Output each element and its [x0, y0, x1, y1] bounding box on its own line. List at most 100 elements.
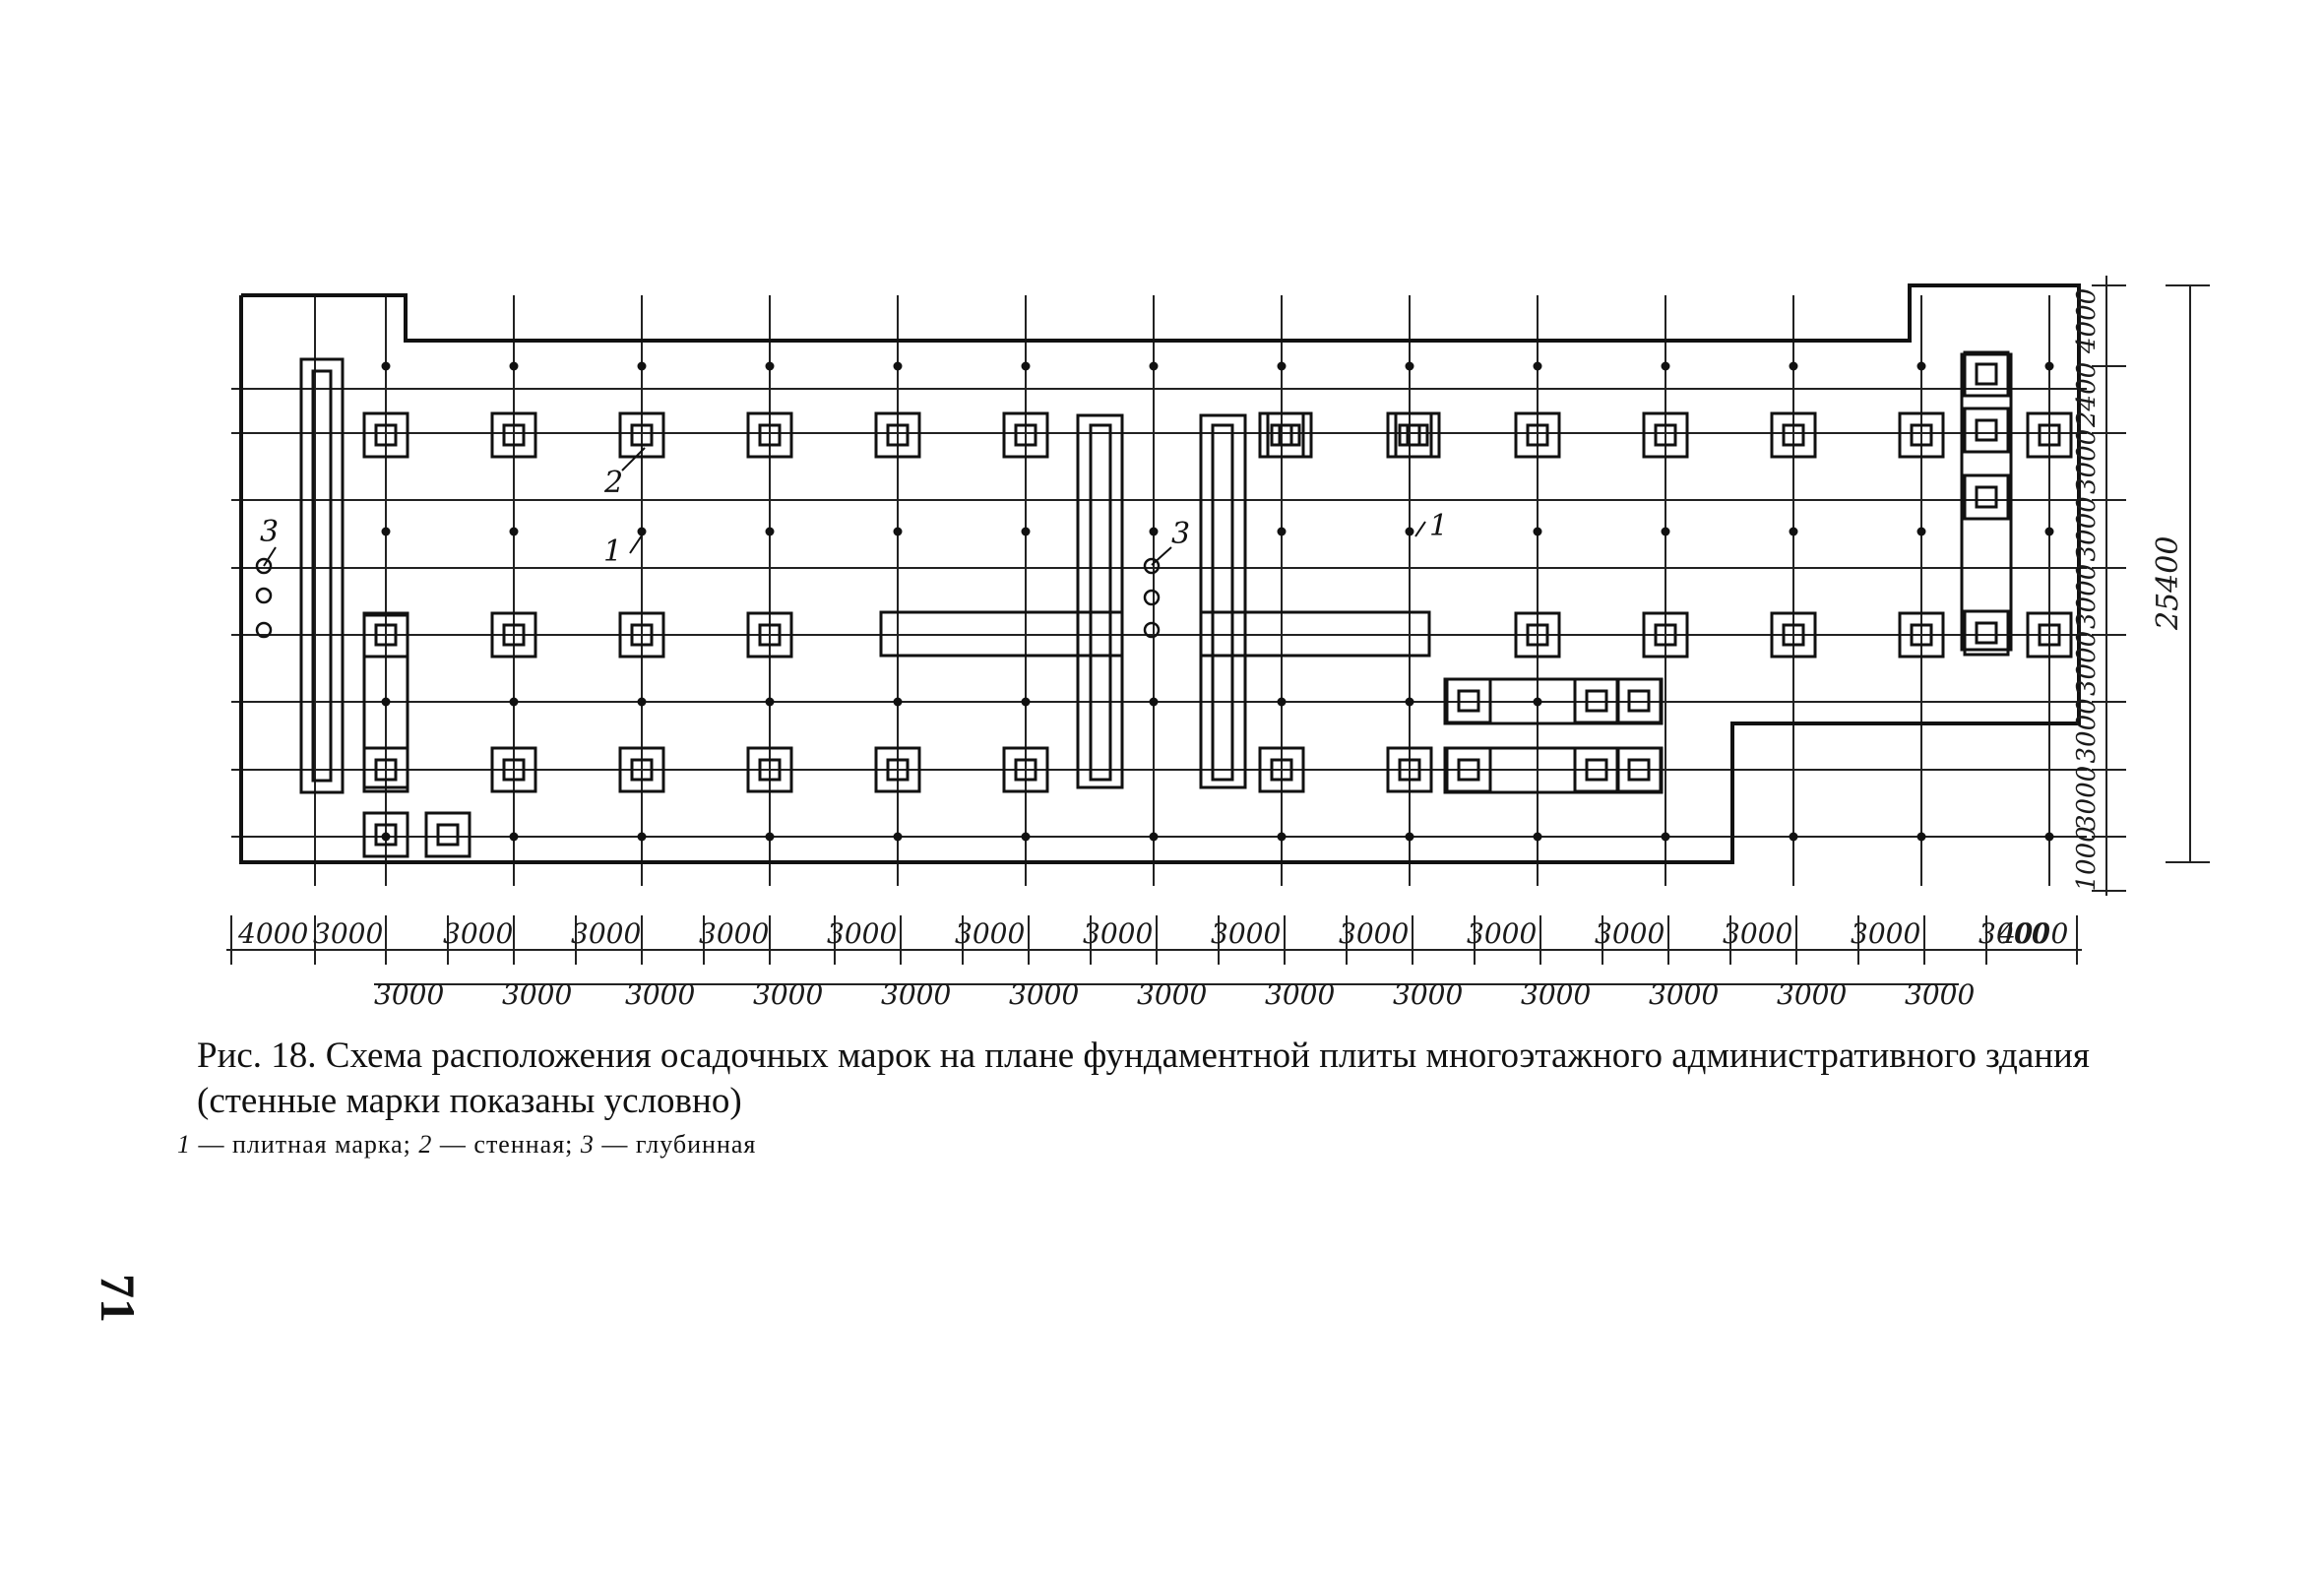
- column-core: [1627, 758, 1651, 782]
- dim-label-bottom: 3000: [571, 917, 641, 950]
- callout-deep-center: 3: [1171, 517, 1190, 551]
- column-core: [374, 758, 398, 782]
- plate-mark: [381, 527, 391, 536]
- column-core: [1627, 689, 1651, 713]
- plate-mark: [509, 361, 519, 371]
- plate-mark: [1533, 697, 1542, 707]
- callout-plate-right: 1: [1429, 509, 1448, 543]
- column-core: [630, 758, 654, 782]
- column: [1445, 677, 1492, 724]
- column: [362, 611, 409, 659]
- core-right: [1199, 413, 1247, 789]
- dim-label-bottom-lower: 3000: [881, 978, 951, 1011]
- plate-mark: [1277, 697, 1287, 707]
- dim-label-right: 3000: [2072, 766, 2102, 831]
- leader-wall: [621, 447, 646, 471]
- plate-mark: [1149, 527, 1159, 536]
- plate-mark: [893, 697, 903, 707]
- plate-mark: [1405, 832, 1414, 842]
- column-core: [1585, 758, 1608, 782]
- plate-mark: [1789, 832, 1798, 842]
- plate-mark: [381, 361, 391, 371]
- figure-caption: Рис. 18. Схема расположения осадочных ма…: [197, 1036, 2090, 1121]
- column: [1386, 746, 1433, 793]
- column-core: [758, 758, 782, 782]
- plate-mark: [1533, 361, 1542, 371]
- column: [874, 746, 921, 793]
- column: [1642, 411, 1689, 459]
- dim-label-right: 2400: [2072, 362, 2102, 428]
- settlement-marks: [255, 361, 2054, 842]
- column: [1002, 411, 1049, 459]
- dim-label-bottom-lower: 3000: [1521, 978, 1591, 1011]
- dim-label-right: 1000: [2072, 826, 2102, 891]
- plate-mark: [1789, 361, 1798, 371]
- column-core: [1654, 423, 1677, 447]
- deep-mark: [1143, 557, 1161, 575]
- plate-mark: [509, 527, 519, 536]
- dim-label-bottom-lower: 3000: [1137, 978, 1207, 1011]
- deep-mark: [1143, 589, 1161, 606]
- plate-mark: [509, 832, 519, 842]
- column: [746, 411, 793, 459]
- column: [1770, 411, 1817, 459]
- column: [1514, 611, 1561, 659]
- column-core: [1975, 621, 1998, 645]
- dim-label-bottom: 3000: [1339, 917, 1409, 950]
- dim-label-bottom: 3000: [827, 917, 897, 950]
- column: [618, 746, 665, 793]
- plate-mark: [765, 527, 775, 536]
- column-core: [630, 423, 654, 447]
- callout-plate-left: 1: [603, 534, 622, 569]
- plate-mark: [2044, 527, 2054, 536]
- dim-label-bottom-lower: 3000: [1009, 978, 1079, 1011]
- column: [1898, 411, 1945, 459]
- column-core: [1975, 362, 1998, 386]
- column: [1770, 611, 1817, 659]
- deep-mark: [255, 587, 273, 604]
- plate-mark: [637, 361, 647, 371]
- column-core: [1782, 423, 1805, 447]
- columns: [362, 350, 2073, 858]
- column-core: [1457, 689, 1480, 713]
- deep-mark: [255, 557, 273, 575]
- dim-label-bottom-lower: 3000: [1393, 978, 1463, 1011]
- column-core: [502, 423, 526, 447]
- dimension-lines: [226, 276, 2210, 985]
- slab-outline: [239, 283, 2081, 864]
- plate-mark: [381, 697, 391, 707]
- column-core: [758, 623, 782, 647]
- column: [1266, 411, 1313, 459]
- column-core: [502, 758, 526, 782]
- legend-text-3: — глубинная: [594, 1130, 757, 1159]
- plate-mark: [1149, 361, 1159, 371]
- column: [1963, 407, 2010, 454]
- column-core: [1457, 758, 1480, 782]
- figure-legend: 1 — плитная марка; 2 — стенная; 3 — глуб…: [177, 1130, 756, 1160]
- column-core: [374, 623, 398, 647]
- column-core: [2038, 623, 2061, 647]
- core-right-inner: [1211, 423, 1234, 782]
- column-core: [1654, 623, 1677, 647]
- left-wall: [299, 357, 345, 794]
- column: [1258, 746, 1305, 793]
- column: [1394, 411, 1441, 459]
- dim-label-right: 4000: [2072, 288, 2102, 354]
- legend-text-2: — стенная;: [432, 1130, 581, 1159]
- column: [424, 811, 471, 858]
- dim-label-bottom: 4000: [1997, 917, 2068, 950]
- callout-labels: 3 2 1 3 1: [260, 466, 1448, 569]
- plate-mark: [1277, 361, 1287, 371]
- column-core: [886, 423, 910, 447]
- column: [1615, 677, 1663, 724]
- plate-mark: [765, 361, 775, 371]
- legend-num-2: 2: [418, 1130, 433, 1159]
- plate-mark: [1916, 361, 1926, 371]
- dim-label-right: 3000: [2072, 564, 2102, 629]
- plate-mark: [1661, 832, 1670, 842]
- plate-mark: [1021, 832, 1031, 842]
- core-left: [1076, 413, 1124, 789]
- plate-mark: [1277, 527, 1287, 536]
- plate-mark: [637, 527, 647, 536]
